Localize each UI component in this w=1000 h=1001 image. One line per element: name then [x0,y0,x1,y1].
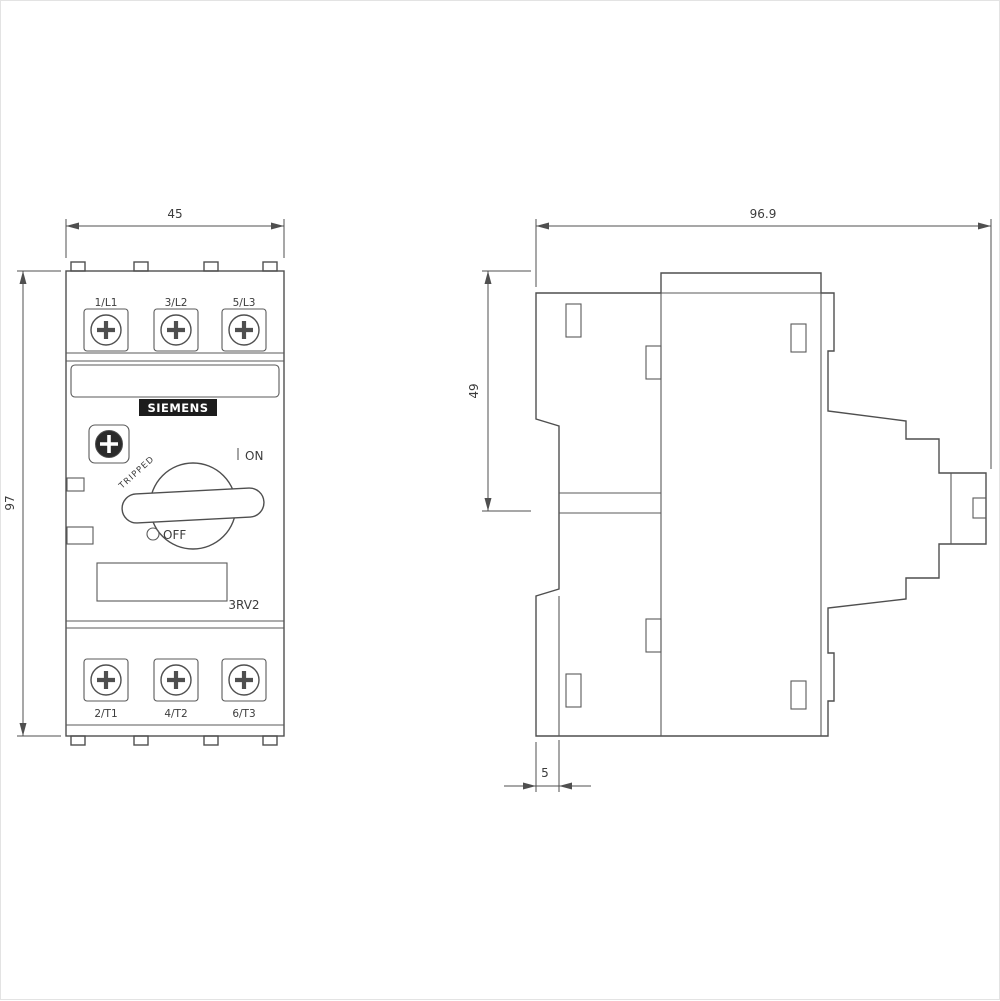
mounting-tab [262,735,278,746]
terminal-label-2T1: 2/T1 [94,708,117,720]
mounting-tab [262,261,278,272]
case-joint-lines [558,292,822,736]
arrowhead [523,782,536,790]
brand-label: SIEMENS [147,401,208,415]
front-width-dimension: 45 [65,207,285,258]
arrowhead [19,723,27,736]
front-view: 45 97 1/L1 3/L2 [3,207,285,746]
marking-strip [66,352,284,398]
brand-box [139,399,217,416]
vent-slot [645,618,662,653]
indicator-window [66,477,85,492]
arrowhead [19,271,27,284]
arrowhead [559,782,572,790]
front-height-dimension: 97 [3,270,61,737]
arrowhead [536,222,549,230]
terminal-screw [160,314,192,346]
side-depth-dimension: 96.9 [535,207,992,469]
knob-side-profile [950,473,987,544]
top-terminals: 1/L1 3/L2 5/L3 [83,297,267,352]
arrowhead [978,222,991,230]
side-profile-outline [535,272,987,737]
bottom-terminals: 2/T1 4/T2 6/T3 [83,658,267,720]
off-label: OFF [163,528,186,542]
mounting-tab [70,261,86,272]
rotary-operator [121,462,265,550]
front-height-label: 97 [3,495,17,510]
side-height-dimension: 49 [467,270,531,512]
on-label: ON [245,449,263,463]
knob-handle [121,487,265,524]
vent-slot [790,680,807,710]
on-marking: ON [237,448,263,463]
terminal-screw [90,314,122,346]
current-adjustment-screw [88,424,130,464]
rating-label-field [96,562,228,602]
breaker-body-outline [65,261,285,746]
terminal-screw [90,664,122,696]
indicator-window [66,526,94,545]
off-marking: OFF [146,527,186,542]
mounting-tab [133,735,149,746]
brand-plate: SIEMENS [139,399,217,416]
vent-slots [565,303,807,710]
terminal-screw [228,664,260,696]
arrowhead [271,222,284,230]
vent-slot [565,673,582,708]
terminal-screw [228,314,260,346]
mounting-tab [203,735,219,746]
knob-tip-screw [972,497,987,519]
vent-slot [645,345,662,380]
side-view: 96.9 49 [467,207,992,792]
vent-slot [565,303,582,338]
terminal-label-6T3: 6/T3 [232,708,255,720]
arrowhead [484,271,492,284]
vent-slot [790,323,807,353]
mounting-tab [133,261,149,272]
arrowhead [484,498,492,511]
terminal-label-4T2: 4/T2 [164,708,187,720]
rail-clip-label: 5 [541,766,549,780]
model-label: 3RV2 [228,598,259,612]
tripped-label: TRIPPED [117,454,157,492]
mounting-tab [70,735,86,746]
terminal-screw [160,664,192,696]
side-height-label: 49 [467,383,481,398]
front-width-label: 45 [167,207,182,221]
terminal-label-3L2: 3/L2 [165,297,188,309]
rail-clip-dimension: 5 [504,740,591,792]
terminal-label-1L1: 1/L1 [95,297,118,309]
terminal-label-5L3: 5/L3 [233,297,256,309]
side-depth-label: 96.9 [750,207,777,221]
off-symbol [146,527,160,541]
arrowhead [66,222,79,230]
mounting-tab [203,261,219,272]
